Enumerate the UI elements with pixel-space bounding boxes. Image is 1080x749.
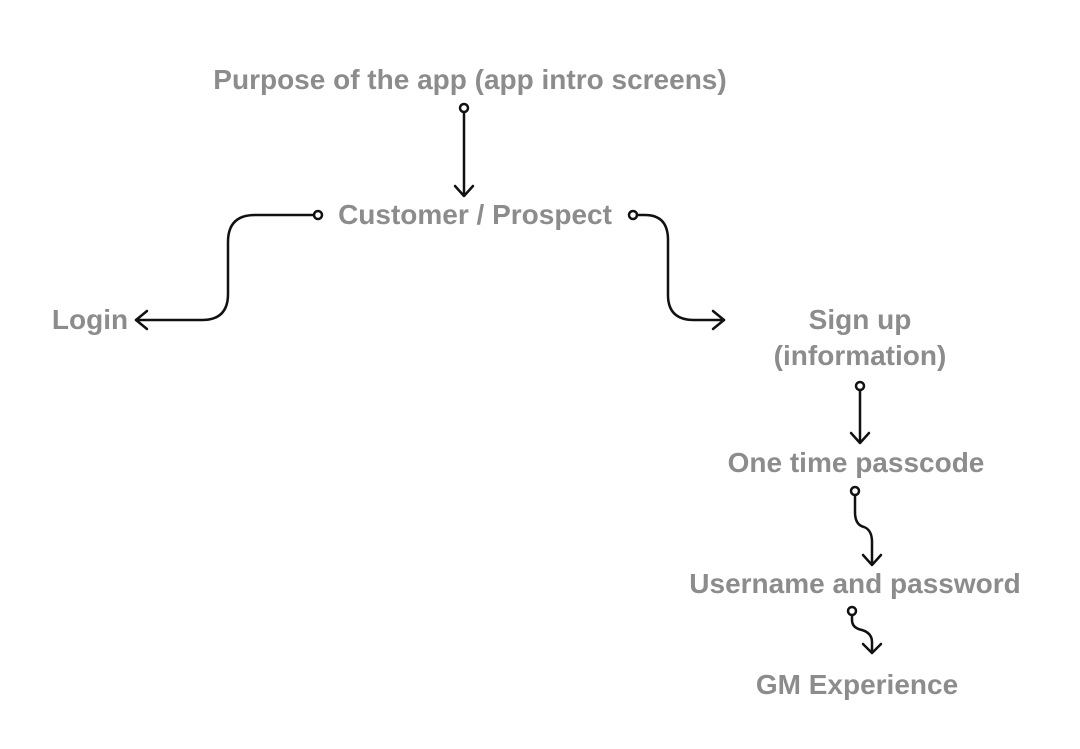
node-purpose: Purpose of the app (app intro screens) bbox=[213, 64, 727, 95]
connector-signup-to-otp bbox=[849, 380, 871, 445]
node-sign-up: Sign up (information) bbox=[774, 302, 947, 374]
node-gm-experience: GM Experience bbox=[755, 669, 959, 700]
node-username-password: Username and password bbox=[689, 568, 1021, 599]
node-one-time-passcode: One time passcode bbox=[727, 447, 985, 478]
node-sign-up-line1: Sign up bbox=[808, 304, 912, 335]
node-login: Login bbox=[51, 304, 129, 335]
connector-purpose-to-customer bbox=[453, 102, 475, 198]
connector-username-to-gm bbox=[846, 605, 883, 655]
connector-otp-to-username bbox=[849, 485, 883, 567]
connector-customer-to-login bbox=[134, 209, 324, 331]
connector-customer-to-signup bbox=[627, 209, 726, 331]
node-customer-prospect: Customer / Prospect bbox=[338, 199, 612, 230]
node-sign-up-line2: (information) bbox=[773, 340, 947, 371]
